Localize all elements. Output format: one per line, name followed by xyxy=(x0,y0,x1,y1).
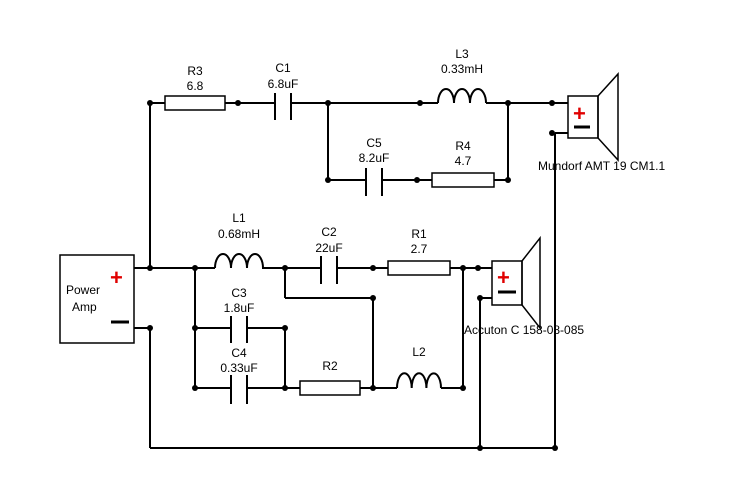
capacitor-c1: C1 6.8uF xyxy=(268,61,299,120)
l1-value: 0.68mH xyxy=(218,227,260,241)
woofer-speaker: + Accuton C 158-08-085 xyxy=(464,235,584,337)
resistor-r2: R2 xyxy=(299,359,361,396)
inductor-l1-coil xyxy=(214,253,264,269)
c2-name: C2 xyxy=(321,225,337,239)
c3-name: C3 xyxy=(231,286,247,300)
c5-value: 8.2uF xyxy=(359,151,390,165)
capacitor-c5: C5 8.2uF xyxy=(359,136,390,196)
tweeter-speaker: + Mundorf AMT 19 CM1.1 xyxy=(538,72,665,173)
c4-value: 0.33uF xyxy=(220,361,257,375)
c1-value: 6.8uF xyxy=(268,77,299,91)
woofer-cone xyxy=(521,235,541,331)
inductor-l1: L1 0.68mH xyxy=(214,211,264,269)
inductor-l3-coil xyxy=(437,88,487,104)
r4-value: 4.7 xyxy=(455,154,472,168)
resistor-r3-body xyxy=(164,95,226,111)
inductor-l3: L3 0.33mH xyxy=(437,47,487,104)
capacitor-c2: C2 22uF xyxy=(315,225,343,284)
power-amp-box xyxy=(59,254,135,344)
power-amp: Power Amp + xyxy=(59,254,135,344)
c3-value: 1.8uF xyxy=(224,301,255,315)
r3-name: R3 xyxy=(187,64,203,78)
c4-name: C4 xyxy=(231,346,247,360)
r1-name: R1 xyxy=(411,227,427,241)
capacitor-c3: C3 1.8uF xyxy=(224,286,255,343)
power-amp-label-line1: Power xyxy=(66,283,100,297)
capacitor-c4: C4 0.33uF xyxy=(220,346,258,404)
tweeter-cone xyxy=(597,72,619,162)
r3-value: 6.8 xyxy=(187,79,204,93)
junctions xyxy=(147,100,558,451)
l1-name: L1 xyxy=(232,211,246,225)
resistor-r1-body xyxy=(387,260,451,276)
r4-name: R4 xyxy=(455,139,471,153)
l3-value: 0.33mH xyxy=(441,62,483,76)
resistor-r2-body xyxy=(299,380,361,396)
wires xyxy=(134,102,568,449)
resistor-r4-body xyxy=(431,172,495,188)
resistor-r1: R1 2.7 xyxy=(387,227,451,276)
c1-name: C1 xyxy=(275,61,291,75)
resistor-r3: R3 6.8 xyxy=(164,64,226,111)
r2-name: R2 xyxy=(322,359,338,373)
l2-name: L2 xyxy=(412,345,426,359)
power-amp-label-line2: Amp xyxy=(72,300,97,314)
resistor-r4: R4 4.7 xyxy=(431,139,495,188)
l3-name: L3 xyxy=(455,47,469,61)
c5-name: C5 xyxy=(366,136,382,150)
amp-plus-terminal: + xyxy=(110,265,123,290)
c2-value: 22uF xyxy=(315,241,342,255)
tweeter-plus-terminal: + xyxy=(573,101,586,126)
woofer-label: Accuton C 158-08-085 xyxy=(464,323,584,337)
tweeter-label: Mundorf AMT 19 CM1.1 xyxy=(538,159,665,173)
inductor-l2: L2 xyxy=(396,345,442,389)
woofer-plus-terminal: + xyxy=(497,265,510,290)
inductor-l2-coil xyxy=(396,372,442,389)
r1-value: 2.7 xyxy=(411,242,428,256)
